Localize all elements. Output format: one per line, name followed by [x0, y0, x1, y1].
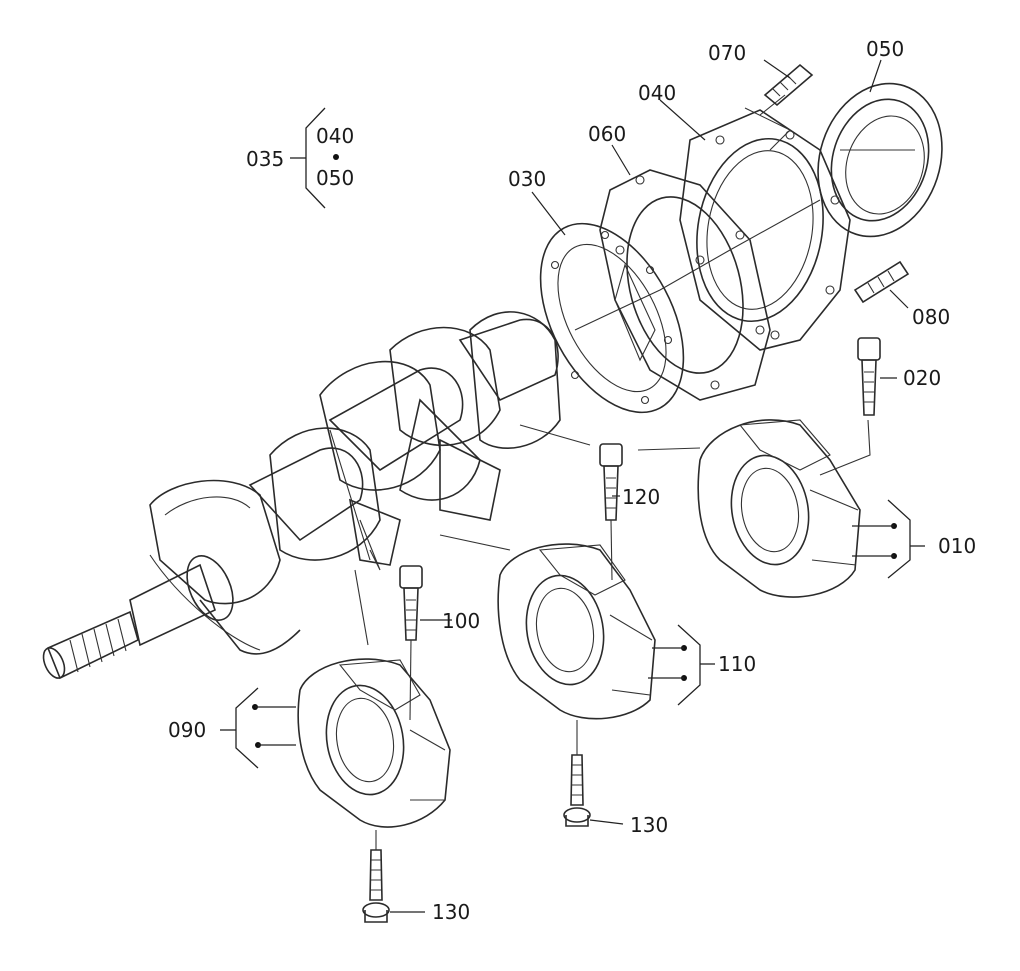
bolt-130-middle: [563, 754, 591, 827]
bracket-110: [648, 624, 715, 706]
bolt-080: [853, 260, 910, 304]
label-080: 080: [912, 305, 950, 329]
label-130-front: 130: [432, 900, 470, 924]
label-030: 030: [508, 167, 546, 191]
main-bearing-case-rear: [697, 419, 861, 598]
leader-lines: [390, 59, 909, 913]
crankshaft: [42, 311, 561, 680]
bolt-070: [763, 63, 814, 107]
label-040: 040: [638, 81, 676, 105]
gasket-060: [599, 169, 771, 401]
seal-case: [679, 94, 851, 351]
main-bearing-case-middle: [497, 543, 656, 720]
label-120: 120: [622, 485, 660, 509]
assembly-lines: [354, 199, 871, 850]
label-050: 050: [866, 37, 904, 61]
part-labels: 070 050 040 060 030 035 040 050 080 020 …: [168, 37, 976, 924]
label-060: 060: [588, 122, 626, 146]
label-020: 020: [903, 366, 941, 390]
gasket-030: [539, 222, 685, 414]
label-090: 090: [168, 718, 206, 742]
label-035-050: 050: [316, 166, 354, 190]
bolt-120: [599, 443, 623, 521]
main-bearing-case-front: [297, 658, 451, 828]
bracket-090: [220, 687, 296, 769]
label-100: 100: [442, 609, 480, 633]
label-070: 070: [708, 41, 746, 65]
label-035-040: 040: [316, 124, 354, 148]
bracket-035: [290, 107, 339, 209]
bolt-130-front: [362, 849, 390, 923]
label-010: 010: [938, 534, 976, 558]
oil-seal: [817, 82, 943, 238]
bolt-020: [857, 337, 881, 416]
bracket-010: [852, 499, 925, 579]
bolt-100: [399, 565, 423, 641]
label-110: 110: [718, 652, 756, 676]
label-130-middle: 130: [630, 813, 668, 837]
label-035: 035: [246, 147, 284, 171]
